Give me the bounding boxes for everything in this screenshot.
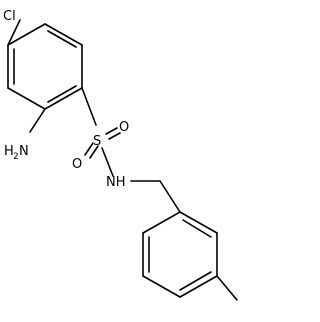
bond-s-o1-a xyxy=(105,127,118,135)
bond-a1 xyxy=(44,23,83,46)
bond-c-nh2 xyxy=(29,108,46,133)
bond-b4 xyxy=(179,275,218,298)
bond-a3 xyxy=(44,87,83,110)
atom-amine-h-count: 2 xyxy=(13,152,19,162)
bond-s-o1-b xyxy=(108,132,121,140)
atom-cl: Cl xyxy=(3,9,16,24)
bond-c-cl xyxy=(7,19,21,46)
molecule-svg: Cl H 2 N S O O NH xyxy=(3,9,238,301)
atom-s: S xyxy=(93,134,101,149)
atom-amine-n: N xyxy=(19,144,29,159)
bond-s-o2-a xyxy=(84,142,94,156)
bond-a6 xyxy=(7,23,46,46)
bond-a1-double xyxy=(47,30,77,48)
atom-o-bottom: O xyxy=(72,157,82,172)
atom-o-top: O xyxy=(119,120,129,135)
bond-b6 xyxy=(179,211,218,234)
bond-b4-double xyxy=(179,271,212,291)
bond-a4 xyxy=(7,87,46,110)
bond-ch2-ring xyxy=(159,180,181,213)
ring-b xyxy=(142,211,218,298)
atom-nh: NH xyxy=(106,175,126,190)
bond-b1 xyxy=(142,211,181,234)
bond-b3 xyxy=(142,275,181,298)
bond-s-o2-b xyxy=(89,145,99,159)
bond-b6-double xyxy=(182,219,212,238)
bond-s-n xyxy=(101,147,114,177)
structure-diagram: Cl H 2 N S O O NH xyxy=(3,9,238,301)
bond-a3-double xyxy=(47,85,77,103)
bond-methyl xyxy=(216,275,238,301)
atom-amine-h: H xyxy=(4,144,14,159)
bond-c-s xyxy=(81,87,97,126)
ring-a xyxy=(7,23,83,110)
